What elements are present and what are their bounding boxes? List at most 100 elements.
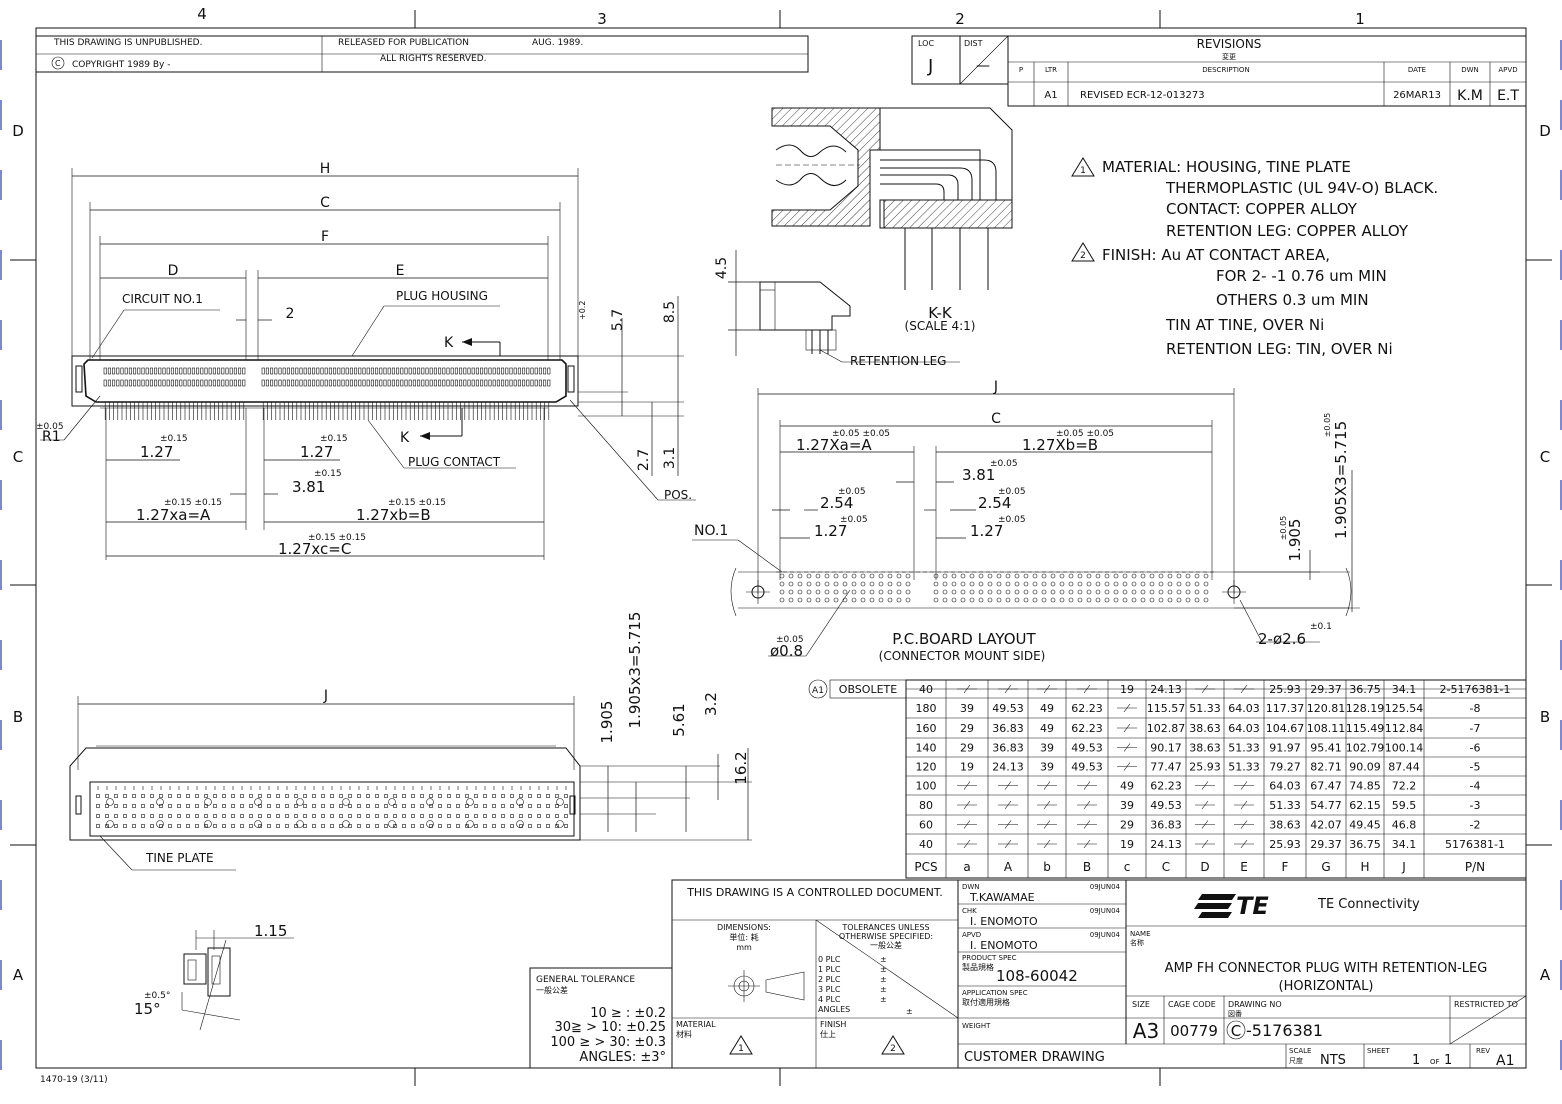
pcb-127b: 1.27 bbox=[970, 522, 1003, 540]
table-cell: 39 bbox=[960, 702, 974, 715]
pm-2: ± bbox=[880, 975, 887, 984]
loc-label: LOC bbox=[918, 39, 934, 48]
finish-label: FINISH bbox=[820, 1020, 846, 1029]
rev-date: 26MAR13 bbox=[1393, 90, 1441, 101]
sheet-value: 1 bbox=[1412, 1053, 1420, 1068]
scale-jp: 尺度 bbox=[1289, 1056, 1303, 1065]
d127a-tol: ±0.15 bbox=[160, 434, 188, 444]
table-header-6: c bbox=[1124, 860, 1131, 874]
table-dash-slash bbox=[1083, 800, 1091, 810]
dimensions-jp: 単位: 耗 bbox=[729, 932, 758, 942]
r1-label: R1 bbox=[42, 429, 61, 445]
note-2b: FOR 2- -1 0.76 um MIN bbox=[1216, 267, 1387, 285]
plc-4: 4 PLC bbox=[818, 995, 841, 1004]
zone-left-b: B bbox=[13, 708, 23, 726]
revisions-block: LOC J DIST — REVISIONS 変更 P LTR DESCRIPT… bbox=[911, 35, 1527, 107]
sheet-of: OF bbox=[1430, 1058, 1440, 1066]
chk-name: I. ENOMOTO bbox=[970, 915, 1038, 928]
kk-dim-45: 4.5 bbox=[714, 257, 730, 279]
table-dash-slash bbox=[1123, 703, 1131, 713]
detail-115: 1.15 bbox=[254, 922, 287, 940]
table-cell: 95.41 bbox=[1310, 742, 1342, 755]
table-dash-slash bbox=[1123, 762, 1131, 771]
table-cell: 49.53 bbox=[1071, 742, 1103, 755]
plc-1: 1 PLC bbox=[818, 965, 841, 974]
rev-desc: REVISED ECR-12-013273 bbox=[1080, 90, 1205, 101]
zone-top-2: 2 bbox=[955, 10, 965, 28]
pcb-1905: 1.905 bbox=[1286, 519, 1304, 562]
table-cell: 2-5176381-1 bbox=[1440, 683, 1511, 696]
table-cell: 49.53 bbox=[1071, 761, 1103, 774]
material-label: MATERIAL bbox=[676, 1020, 716, 1029]
bottom-32: 3.2 bbox=[702, 692, 720, 716]
pcb-mount-tol: ±0.1 bbox=[1310, 622, 1332, 632]
zone-left-a: A bbox=[13, 966, 24, 984]
apvd-name: I. ENOMOTO bbox=[970, 939, 1038, 952]
bottom-162: 16.2 bbox=[732, 751, 750, 784]
table-header-5: B bbox=[1083, 860, 1091, 874]
bottom-561: 5.61 bbox=[670, 703, 688, 736]
zone-top-1: 1 bbox=[1355, 10, 1365, 28]
weight-label: WEIGHT bbox=[962, 1022, 991, 1030]
table-cell: 39 bbox=[1040, 742, 1054, 755]
tol-title2: OTHERWISE SPECIFIED: bbox=[839, 932, 933, 941]
rev-dwn: K.M bbox=[1457, 88, 1483, 104]
table-cell: 62.23 bbox=[1071, 722, 1103, 735]
pcb-5715: 1.905X3=5.715 bbox=[1332, 421, 1350, 539]
pm-0: ± bbox=[880, 955, 887, 964]
table-dash-slash bbox=[1004, 839, 1012, 849]
pos-label: POS. bbox=[664, 488, 692, 502]
unpublished-text: THIS DRAWING IS UNPUBLISHED. bbox=[53, 38, 202, 48]
table-cell: 29.37 bbox=[1310, 838, 1342, 851]
xb-label: 1.27xb=B bbox=[356, 506, 431, 524]
table-cell: 24.13 bbox=[992, 761, 1024, 774]
d127a: 1.27 bbox=[140, 443, 173, 461]
table-dash-slash bbox=[1240, 820, 1248, 829]
side-detail: 1.15 ±0.5° 15° bbox=[134, 922, 294, 1031]
table-dash-slash bbox=[1043, 800, 1051, 810]
table-header-2: a bbox=[963, 860, 970, 874]
k-label-top: K bbox=[444, 335, 454, 351]
dwg-label: DRAWING NO bbox=[1228, 1000, 1282, 1009]
plc-angles: ANGLES bbox=[818, 1005, 850, 1014]
table-dash-slash bbox=[1043, 839, 1051, 849]
d27: 2.7 bbox=[636, 449, 652, 471]
table-cell: 140 bbox=[916, 742, 937, 755]
table-cell: 91.97 bbox=[1269, 742, 1301, 755]
table-cell: 60 bbox=[919, 819, 933, 832]
pcb-254b-tol: ±0.05 bbox=[998, 487, 1026, 497]
table-cell: 77.47 bbox=[1150, 761, 1182, 774]
table-dash-slash bbox=[1240, 839, 1248, 849]
scale-value: NTS bbox=[1320, 1053, 1346, 1068]
svg-text:1: 1 bbox=[738, 1044, 744, 1054]
material-jp: 材料 bbox=[676, 1029, 692, 1039]
d381: 3.81 bbox=[292, 478, 325, 496]
table-header-14: P/N bbox=[1465, 860, 1485, 874]
dim-f: F bbox=[321, 229, 329, 245]
table-dash-slash bbox=[1004, 781, 1012, 790]
xa-tol: ±0.15 ±0.15 bbox=[164, 498, 222, 508]
table-cell: 29.37 bbox=[1310, 683, 1342, 696]
table-dash-slash bbox=[1240, 800, 1248, 810]
app-spec-label: APPLICATION SPEC bbox=[962, 989, 1028, 997]
table-cell: -4 bbox=[1470, 780, 1481, 793]
table-header-4: b bbox=[1043, 860, 1051, 874]
table-cell: 62.23 bbox=[1071, 702, 1103, 715]
table-cell: 29 bbox=[960, 722, 974, 735]
table-cell: 40 bbox=[919, 683, 933, 696]
dwg-prefix: C bbox=[1231, 1022, 1241, 1040]
gt-1: 10 ≥ : ±0.2 bbox=[590, 1006, 666, 1021]
product-spec: 108-60042 bbox=[996, 967, 1078, 985]
table-header-13: J bbox=[1401, 860, 1406, 874]
pcb-127b-tol: ±0.05 bbox=[998, 515, 1026, 525]
kk-title: K-K bbox=[928, 304, 953, 322]
table-cell: 49 bbox=[1120, 780, 1134, 793]
table-cell: 64.03 bbox=[1228, 722, 1260, 735]
table-cell: 25.93 bbox=[1269, 838, 1301, 851]
notes-block: 1 MATERIAL: HOUSING, TINE PLATE THERMOPL… bbox=[1071, 157, 1438, 358]
table-cell: 64.03 bbox=[1269, 780, 1301, 793]
table-cell: -8 bbox=[1470, 702, 1481, 715]
